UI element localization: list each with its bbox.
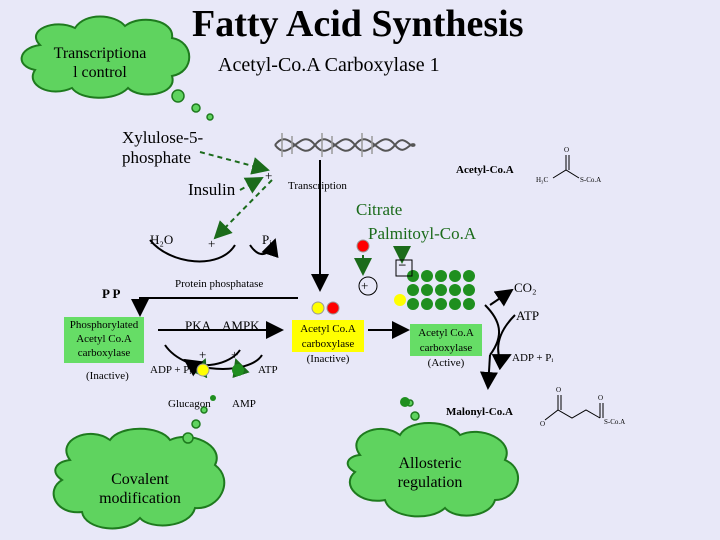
pka-plus: + — [199, 347, 207, 362]
inactive-left-label: (Inactive) — [86, 370, 129, 382]
malonyl-struct-o1: O — [540, 420, 546, 428]
malonyl-coa-structure — [544, 395, 604, 421]
citrate-plus: + — [361, 278, 369, 293]
pi-top-label: Pᵢ — [262, 232, 272, 247]
transcription-label: Transcription — [288, 180, 347, 192]
malonyl-struct-o3: O — [598, 394, 604, 402]
pp-label: P P — [102, 286, 121, 301]
allosteric-cloud-label: Allosteric regulation — [375, 454, 485, 492]
h2o-plus: + — [208, 236, 216, 251]
page-title: Fatty Acid Synthesis — [192, 3, 524, 45]
ampk-plus: + — [231, 347, 239, 362]
transcriptional-cloud — [20, 15, 214, 121]
active-enzyme-line-2: carboxylase — [419, 342, 473, 354]
phospho-line-1: Phosphorylated — [69, 319, 139, 331]
phospho-enzyme-label: Phosphorylated Acetyl Co.A carboxylase — [62, 318, 146, 360]
h2o-label: H₂O — [150, 232, 174, 247]
transcriptional-line-2: l control — [73, 64, 127, 81]
covalent-line-2: modification — [99, 490, 181, 507]
allosteric-cloud — [346, 399, 519, 518]
phospho-line-2: Acetyl Co.A — [76, 333, 132, 345]
glucagon-label: Glucagon — [168, 398, 211, 410]
amp-label: AMP — [232, 398, 256, 410]
subtitle: Acetyl-Co.A Carboxylase 1 — [218, 54, 440, 76]
insulin-plus: + — [265, 168, 273, 183]
citrate-label: Citrate — [356, 200, 403, 219]
inactive-enzyme-label: Acetyl Co.A carboxylase (Inactive) — [290, 322, 366, 367]
phospho-enzyme-box — [64, 317, 144, 363]
acetyl-coa-top-label: Acetyl-Co.A — [456, 164, 514, 176]
insulin-label: Insulin — [188, 180, 236, 199]
allosteric-line-2: regulation — [397, 474, 463, 491]
palmitoyl-label: Palmitoyl-Co.A — [368, 224, 477, 243]
inactive-enzyme-line-2: carboxylase — [301, 338, 355, 350]
transcriptional-cloud-label: Transcriptiona l control — [44, 44, 156, 82]
acetyl-struct-right: S-Co.A — [580, 176, 602, 184]
covalent-cloud-label: Covalent modification — [85, 470, 195, 508]
xylulose-line-2: phosphate — [122, 148, 191, 167]
active-enzyme-line-3: (Active) — [427, 357, 465, 369]
atp-left-label: ATP — [258, 364, 278, 376]
malonyl-coa-label: Malonyl-Co.A — [446, 406, 513, 418]
enzyme-subunits — [196, 239, 475, 407]
dna-helix-icon — [274, 133, 416, 157]
inactive-enzyme-box — [292, 320, 364, 352]
ampk-label: AMPK — [222, 318, 260, 333]
malonyl-struct-o2: O — [556, 386, 562, 394]
xylulose-label: Xylulose-5- phosphate — [122, 128, 203, 168]
activator-circle — [358, 276, 378, 296]
phospho-line-3: carboxylase — [77, 347, 131, 359]
pka-label: PKA — [185, 318, 212, 333]
xylulose-line-1: Xylulose-5- — [122, 128, 204, 147]
malonyl-struct-scoa: S-Co.A — [604, 418, 626, 426]
acetyl-coa-structure — [552, 155, 580, 179]
protein-phosphatase-label: Protein phosphatase — [175, 278, 264, 290]
acetyl-struct-left: H₃C — [536, 176, 549, 184]
acetyl-struct-o: O — [564, 146, 570, 154]
adp-pi-right-label: ADP + Pᵢ — [512, 352, 554, 364]
palmitoyl-minus: – — [399, 256, 406, 271]
covalent-cloud — [52, 406, 226, 530]
allosteric-line-1: Allosteric — [398, 455, 462, 472]
transcriptional-line-1: Transcriptiona — [53, 45, 147, 62]
co2-label: CO₂ — [514, 280, 537, 295]
atp-right-label: ATP — [516, 308, 540, 323]
adp-pi-left-label: ADP + Pᵢ — [150, 364, 192, 376]
inhibitor-box — [395, 259, 413, 277]
inactive-enzyme-line-3: (Inactive) — [306, 353, 350, 365]
active-enzyme-box — [410, 324, 482, 356]
active-enzyme-line-1: Acetyl Co.A — [418, 327, 474, 339]
reaction-arrows — [131, 160, 516, 390]
inactive-enzyme-line-1: Acetyl Co.A — [300, 323, 356, 335]
covalent-line-1: Covalent — [111, 471, 169, 488]
active-enzyme-label: Acetyl Co.A carboxylase (Active) — [406, 326, 486, 371]
